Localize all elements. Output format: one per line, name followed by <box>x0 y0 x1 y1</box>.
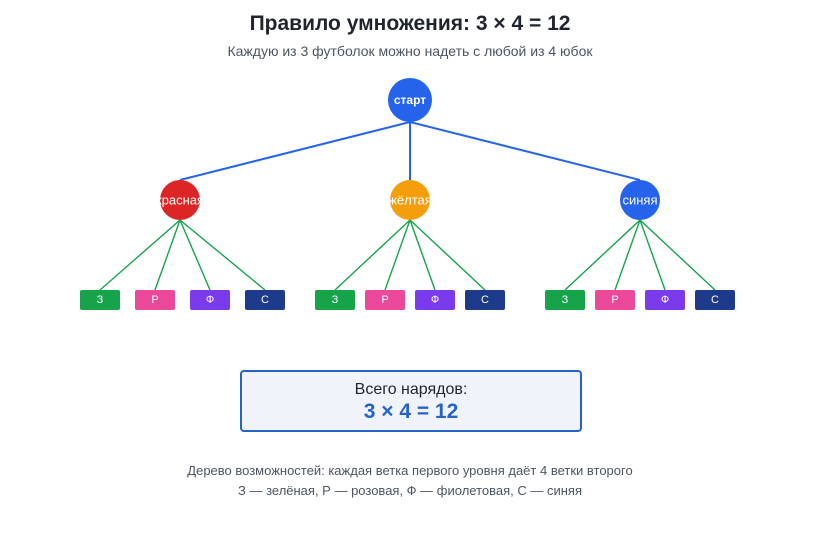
skirt-leaf-label: Р <box>151 294 158 306</box>
shirt-node-label: жёлтая <box>388 193 432 208</box>
skirt-leaf-2-4 <box>465 290 505 310</box>
skirt-leaf-3-4 <box>695 290 735 310</box>
edge-shirt-3-to-skirt-1 <box>564 219 641 291</box>
shirt-node-3 <box>620 180 660 220</box>
edge-root-to-3 <box>409 121 641 181</box>
skirt-leaf-3-1 <box>545 290 585 310</box>
shirt-node-label: синяя <box>622 193 657 208</box>
skirt-leaf-label: Р <box>611 294 618 306</box>
root-node <box>388 78 432 122</box>
skirt-leaf-label: З <box>332 294 339 306</box>
skirt-leaf-1-2 <box>135 290 175 310</box>
diagram-subtitle: Каждую из 3 футболок можно надеть с любо… <box>227 43 593 59</box>
edge-root-to-1 <box>179 121 411 181</box>
edge-shirt-1-to-skirt-2 <box>154 219 181 291</box>
edge-shirt-2-to-skirt-4 <box>409 219 486 291</box>
edge-shirt-1-to-skirt-4 <box>179 219 266 291</box>
skirt-leaf-label: Р <box>381 294 388 306</box>
skirt-leaf-2-3 <box>415 290 455 310</box>
edge-shirt-3-to-skirt-3 <box>639 219 666 291</box>
edge-shirt-1-to-skirt-1 <box>99 219 181 291</box>
shirt-node-1 <box>160 180 200 220</box>
skirt-leaf-1-1 <box>80 290 120 310</box>
skirt-leaf-1-3 <box>190 290 230 310</box>
skirt-leaf-label: З <box>97 294 104 306</box>
skirt-leaf-label: З <box>562 294 569 306</box>
skirt-leaf-2-1 <box>315 290 355 310</box>
footnote-legend: З — зелёная, Р — розовая, Ф — фиолетовая… <box>238 483 582 498</box>
edge-shirt-2-to-skirt-3 <box>409 219 436 291</box>
edge-shirt-2-to-skirt-1 <box>334 219 411 291</box>
skirt-leaf-1-4 <box>245 290 285 310</box>
total-outfits-formula: 3 × 4 = 12 <box>363 400 459 423</box>
skirt-leaf-3-2 <box>595 290 635 310</box>
edge-shirt-3-to-skirt-2 <box>614 219 641 291</box>
skirt-leaf-label: Ф <box>661 294 669 306</box>
shirt-node-label: красная <box>156 193 204 208</box>
tree-edges <box>99 121 716 291</box>
footnote-tree-explanation: Дерево возможностей: каждая ветка первог… <box>187 463 633 478</box>
shirt-node-2 <box>390 180 430 220</box>
diagram-title: Правило умножения: 3 × 4 = 12 <box>249 12 571 35</box>
skirt-leaf-3-3 <box>645 290 685 310</box>
skirt-leaf-label: С <box>481 294 489 306</box>
root-node-label: старт <box>394 93 426 107</box>
total-outfits-label: Всего нарядов: <box>354 381 468 398</box>
skirt-leaf-2-2 <box>365 290 405 310</box>
skirt-leaf-label: Ф <box>206 294 214 306</box>
skirt-leaf-label: С <box>261 294 269 306</box>
skirt-leaf-label: С <box>711 294 719 306</box>
edge-shirt-3-to-skirt-4 <box>639 219 716 291</box>
total-outfits-box: Всего нарядов: 3 × 4 = 12 <box>240 370 582 432</box>
edge-shirt-2-to-skirt-2 <box>384 219 411 291</box>
skirt-leaf-label: Ф <box>431 294 439 306</box>
edge-shirt-1-to-skirt-3 <box>179 219 211 291</box>
